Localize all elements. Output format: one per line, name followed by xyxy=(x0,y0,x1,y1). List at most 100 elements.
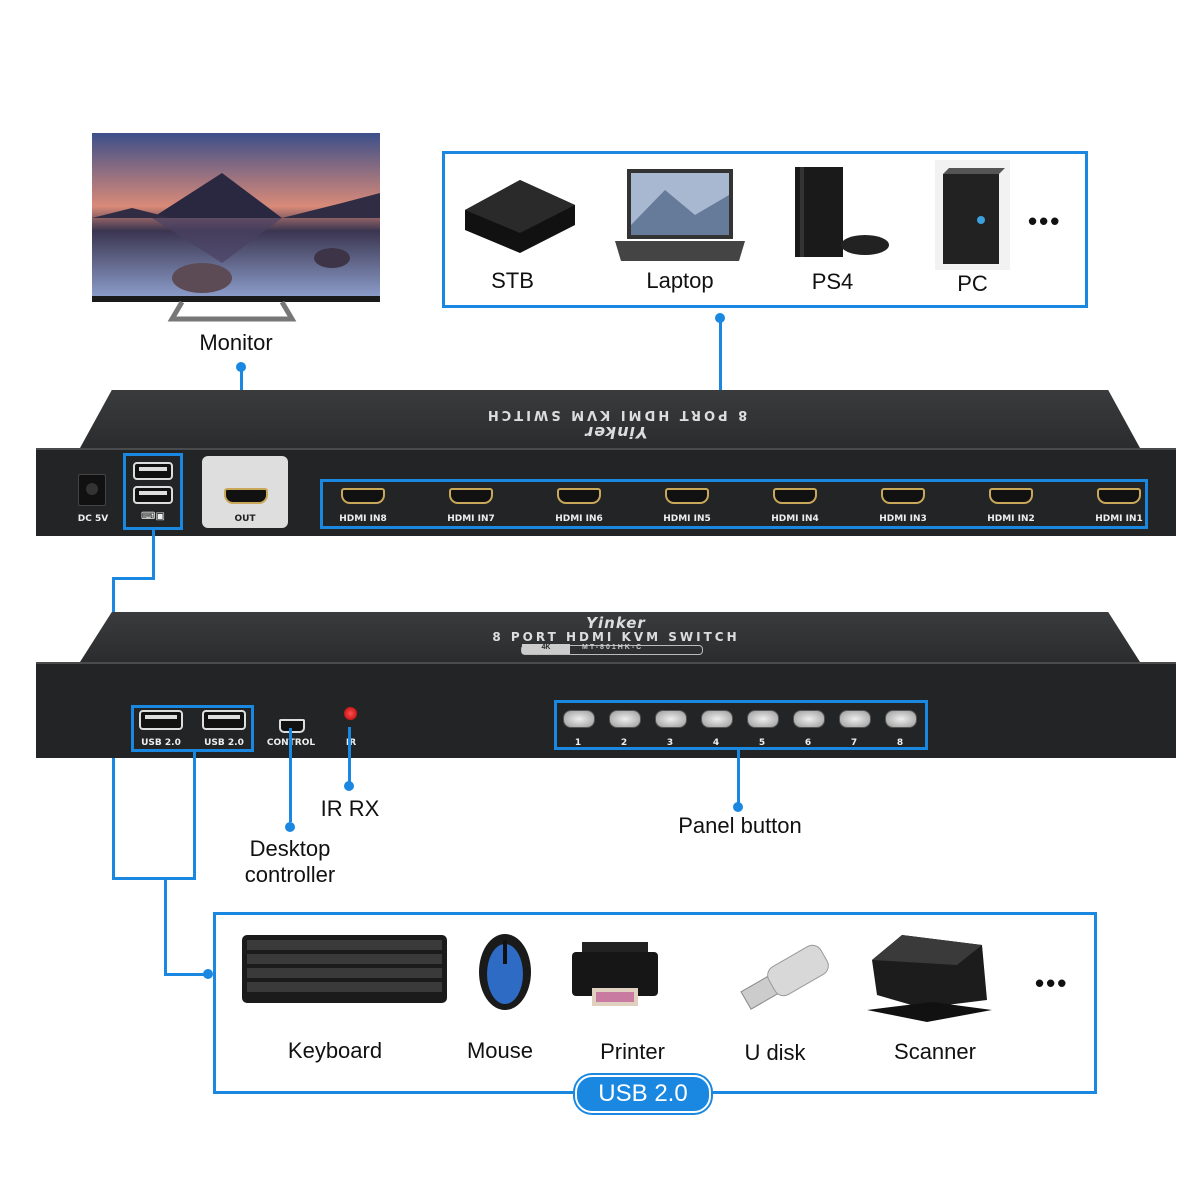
panel-button-number: 5 xyxy=(758,738,766,748)
panel-button-connector-dot xyxy=(733,802,743,812)
set-top-box-icon xyxy=(460,175,580,255)
rear-usb-icon-label: ⌨▣ xyxy=(141,511,165,522)
panel-button-wire xyxy=(737,750,740,804)
rear-title: 8 PORT HDMI KVM SWITCH xyxy=(484,407,748,422)
monitor-label: Monitor xyxy=(199,330,273,355)
front-usb-wire xyxy=(193,752,196,880)
hdmi-input-port xyxy=(341,488,385,504)
ir-connector-dot xyxy=(344,781,354,791)
front-usb-label-2: USB 2.0 xyxy=(204,738,244,748)
panel-button-3[interactable] xyxy=(655,710,687,728)
ir-wire xyxy=(348,727,351,783)
sources-box xyxy=(442,151,1088,308)
panel-button-number: 7 xyxy=(850,738,858,748)
printer-icon xyxy=(570,938,660,1010)
panel-button-number: 6 xyxy=(804,738,812,748)
hdmi-inputs-box xyxy=(320,479,1148,529)
hdmi-input-label: HDMI IN1 xyxy=(1095,514,1143,524)
front-brand: Yinker xyxy=(586,614,646,632)
rear-brand: Yinker xyxy=(584,423,648,442)
panel-button-number: 4 xyxy=(712,738,720,748)
panel-button-number: 1 xyxy=(574,738,582,748)
rear-usb-wire xyxy=(112,577,155,580)
peripheral-wire xyxy=(164,879,167,975)
rear-usb-port-upper xyxy=(133,462,173,480)
rear-usb-box xyxy=(123,453,183,530)
panel-button-7[interactable] xyxy=(839,710,871,728)
monitor-connector-dot xyxy=(236,362,246,372)
peripheral-wire xyxy=(164,973,208,976)
hdmi-input-label: HDMI IN3 xyxy=(879,514,927,524)
mini-usb-control-port xyxy=(279,719,305,733)
game-console-icon xyxy=(790,165,900,260)
source-label-laptop: Laptop xyxy=(646,268,714,293)
front-usb-label-1: USB 2.0 xyxy=(141,738,181,748)
peripherals-connector-dot xyxy=(203,969,213,979)
hdmi-input-port xyxy=(449,488,493,504)
panel-button-4[interactable] xyxy=(701,710,733,728)
control-connector-dot xyxy=(285,822,295,832)
ir-rx-label: IR RX xyxy=(320,796,380,821)
hdmi-out-port xyxy=(224,488,268,504)
hdmi-input-label: HDMI IN5 xyxy=(663,514,711,524)
hdmi-input-port xyxy=(665,488,709,504)
control-wire xyxy=(289,728,292,822)
laptop-icon xyxy=(615,165,745,265)
desktop-tower-icon xyxy=(935,160,1010,270)
panel-button-5[interactable] xyxy=(747,710,779,728)
peripheral-label-mouse: Mouse xyxy=(466,1038,534,1063)
ir-receiver-led xyxy=(344,707,357,720)
hdmi-input-port xyxy=(989,488,1033,504)
hdmi-input-port xyxy=(773,488,817,504)
mouse-icon xyxy=(475,932,535,1012)
panel-buttons-box xyxy=(554,700,928,750)
sources-more-ellipsis: ••• xyxy=(1028,206,1062,236)
source-label-stb: STB xyxy=(491,268,534,293)
hdmi-input-label: HDMI IN7 xyxy=(447,514,495,524)
sources-connector-dot xyxy=(715,313,725,323)
usb-drive-icon xyxy=(730,938,840,1018)
usb-version-badge: USB 2.0 xyxy=(575,1075,711,1113)
peripherals-more-ellipsis: ••• xyxy=(1035,968,1069,998)
panel-button-6[interactable] xyxy=(793,710,825,728)
hdmi-input-port xyxy=(881,488,925,504)
front-title: 8 PORT HDMI KVM SWITCH xyxy=(492,630,740,644)
hdmi-input-label: HDMI IN6 xyxy=(555,514,603,524)
panel-button-8[interactable] xyxy=(885,710,917,728)
peripheral-label-scanner: Scanner xyxy=(894,1039,976,1064)
hdmi-input-port xyxy=(1097,488,1141,504)
peripheral-label-udisk: U disk xyxy=(744,1040,806,1065)
panel-button-2[interactable] xyxy=(609,710,641,728)
panel-button-number: 2 xyxy=(620,738,628,748)
hdmi-input-label: HDMI IN8 xyxy=(339,514,387,524)
hdmi-input-label: HDMI IN2 xyxy=(987,514,1035,524)
dc-power-jack xyxy=(78,474,106,506)
rear-usb-wire xyxy=(112,877,196,880)
front-usb-port-1 xyxy=(139,710,183,730)
keyboard-icon xyxy=(242,935,447,1007)
source-label-pc: PC xyxy=(957,271,988,296)
front-usb-box xyxy=(131,705,254,752)
rear-usb-wire xyxy=(152,530,155,578)
ir-label: IR xyxy=(345,738,357,748)
front-badge: 4K xyxy=(522,644,570,654)
dc-power-label: DC 5V xyxy=(77,514,109,524)
scanner-icon xyxy=(862,930,997,1025)
hdmi-out-label: OUT xyxy=(234,514,256,524)
monitor-image xyxy=(92,133,382,325)
panel-button-label: Panel button xyxy=(678,813,802,838)
panel-button-number: 8 xyxy=(896,738,904,748)
source-label-ps4: PS4 xyxy=(811,269,854,294)
desktop-controller-label-line2: controller xyxy=(244,862,336,887)
front-model: MT-801HK-C xyxy=(582,644,644,651)
front-usb-port-2 xyxy=(202,710,246,730)
hdmi-input-label: HDMI IN4 xyxy=(771,514,819,524)
panel-button-1[interactable] xyxy=(563,710,595,728)
panel-button-number: 3 xyxy=(666,738,674,748)
model-plate: 4K MT-801HK-C xyxy=(521,644,703,655)
peripheral-label-printer: Printer xyxy=(600,1039,665,1064)
usb-version-badge-text: USB 2.0 xyxy=(598,1080,688,1107)
hdmi-input-port xyxy=(557,488,601,504)
peripheral-label-keyboard: Keyboard xyxy=(287,1038,383,1063)
rear-usb-port-lower xyxy=(133,486,173,504)
